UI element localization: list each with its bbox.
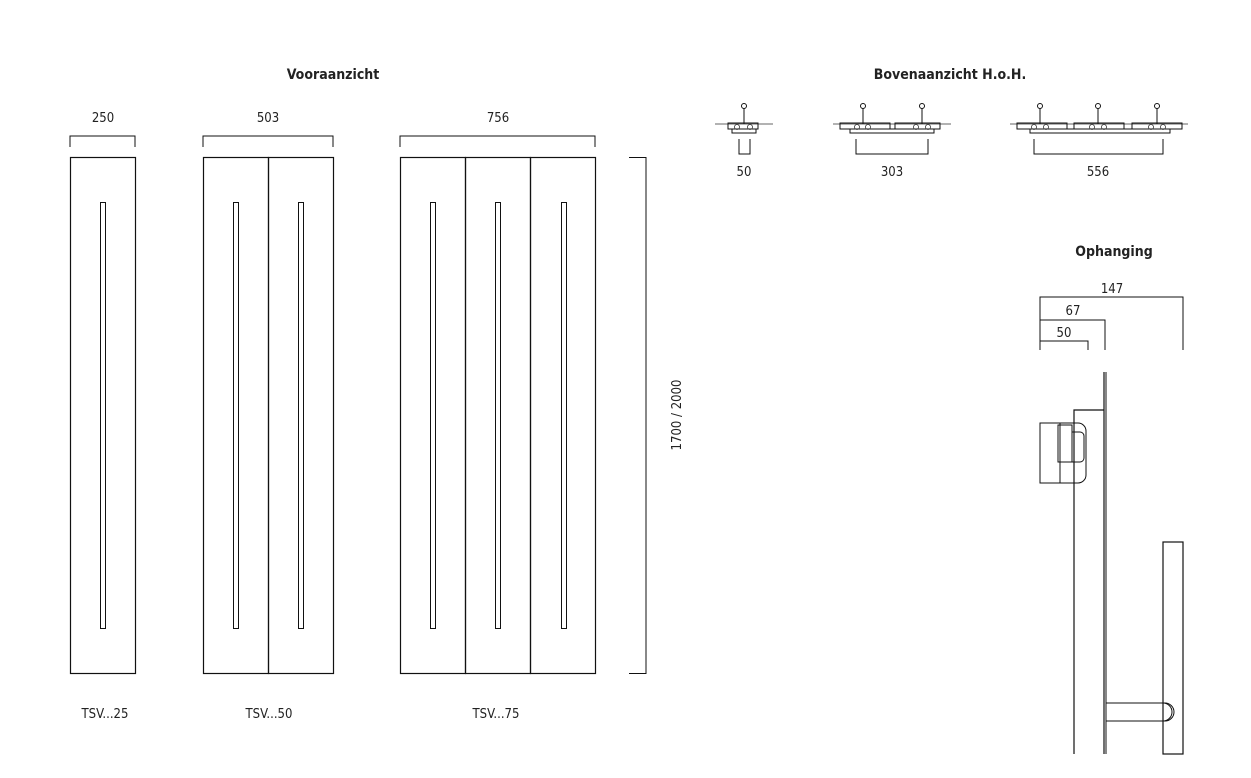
radiator-tsv50 <box>202 156 335 675</box>
model-label-tsv25: TSV...25 <box>81 707 129 722</box>
height-label: 1700 / 2000 <box>670 380 685 451</box>
mount-label-147: 147 <box>1101 282 1123 297</box>
mount-section-drawing <box>1039 372 1184 755</box>
width-dimension-250: 250 <box>69 111 136 147</box>
mount-label-50: 50 <box>1057 326 1072 341</box>
height-dimension: 1700 / 2000 <box>629 157 685 674</box>
width-dimension-503: 503 <box>202 111 334 147</box>
top-view-title: Bovenaanzicht H.o.H. <box>874 67 1027 83</box>
mount-view-title: Ophanging <box>1075 244 1152 260</box>
width-label-503: 503 <box>257 111 279 126</box>
width-label-756: 756 <box>487 111 509 126</box>
top-view-double: 303 <box>833 103 951 180</box>
width-label-250: 250 <box>92 111 114 126</box>
width-dimension-756: 756 <box>399 111 596 147</box>
mount-dimension-67: 67 <box>1039 304 1106 350</box>
spacing-label-556: 556 <box>1087 165 1109 180</box>
model-label-tsv75: TSV...75 <box>472 707 520 722</box>
top-view-triple: 556 <box>1010 103 1188 180</box>
mount-dimension-50: 50 <box>1039 326 1089 350</box>
top-view-single: 50 <box>715 103 773 180</box>
radiator-tsv25 <box>69 156 137 675</box>
front-view-title: Vooraanzicht <box>287 67 380 83</box>
radiator-tsv75 <box>399 156 597 675</box>
spacing-label-303: 303 <box>881 165 903 180</box>
model-label-tsv50: TSV...50 <box>245 707 293 722</box>
spacing-label-50: 50 <box>737 165 752 180</box>
mount-label-67: 67 <box>1066 304 1081 319</box>
